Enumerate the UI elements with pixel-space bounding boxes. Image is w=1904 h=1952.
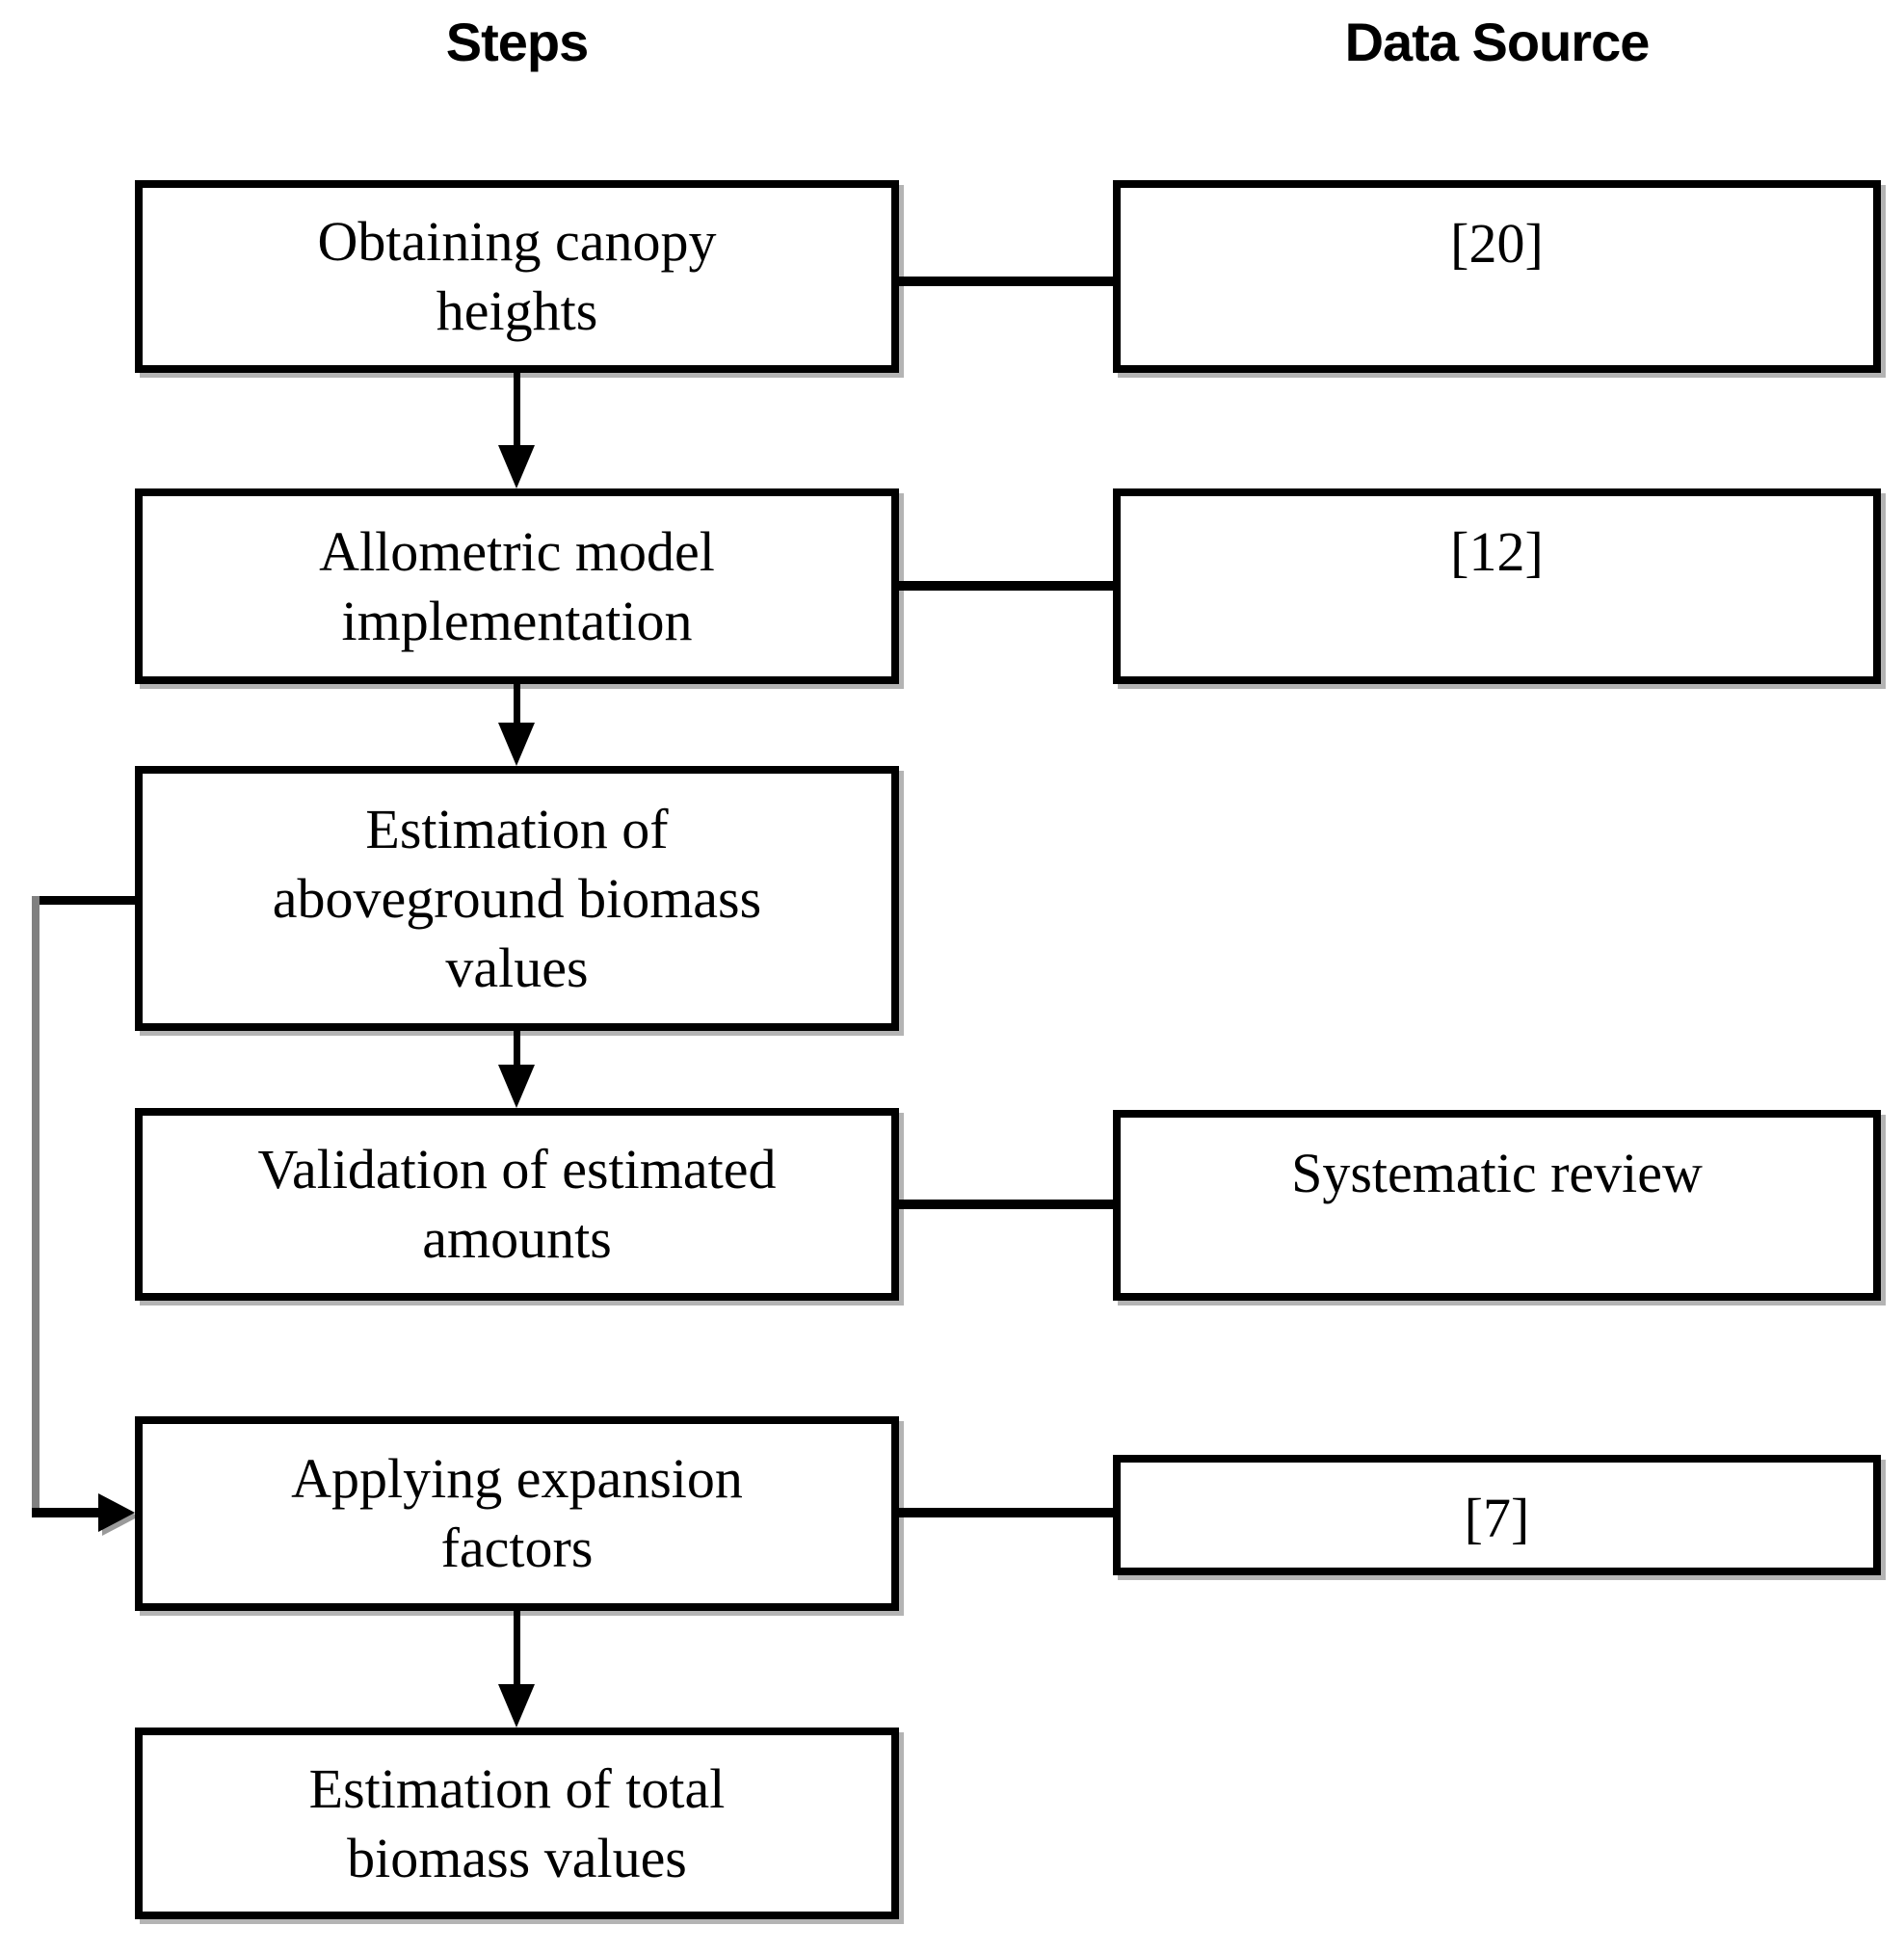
arrowhead-down-icon xyxy=(498,1684,535,1728)
step-label-line: amounts xyxy=(422,1207,612,1270)
arrow-shaft-step5-step6 xyxy=(514,1611,520,1686)
arrowhead-down-icon xyxy=(498,445,535,488)
step-label-line: Estimation of total xyxy=(308,1756,726,1820)
step-label-line: biomass values xyxy=(347,1826,687,1889)
source-label: Systematic review xyxy=(1291,1142,1703,1204)
source-box-12: [12] xyxy=(1113,488,1881,684)
step-label-line: values xyxy=(445,936,589,999)
arrow-shaft-step2-step3 xyxy=(514,684,520,725)
connector-step1-to-source xyxy=(899,277,1113,286)
step-box-validation-estimated-amounts: Validation of estimated amounts xyxy=(135,1108,899,1301)
source-label: [7] xyxy=(1464,1487,1530,1549)
step-box-applying-expansion-factors: Applying expansion factors xyxy=(135,1416,899,1611)
column-header-data-source: Data Source xyxy=(1344,12,1651,72)
step-label-line: implementation xyxy=(341,589,693,652)
step-label-line: Validation of estimated xyxy=(257,1138,777,1200)
source-label: [12] xyxy=(1450,520,1544,583)
step-label-line: heights xyxy=(436,279,598,342)
step-box-allometric-model-implementation: Allometric model implementation xyxy=(135,488,899,684)
connector-step5-to-source xyxy=(899,1508,1113,1517)
column-header-steps: Steps xyxy=(445,12,590,72)
step-label-line: Applying expansion xyxy=(291,1447,743,1510)
step-box-estimation-aboveground-biomass: Estimation of aboveground biomass values xyxy=(135,766,899,1031)
feedback-line-vertical-segment xyxy=(32,896,40,1517)
arrowhead-down-icon xyxy=(498,723,535,766)
source-box-20: [20] xyxy=(1113,180,1881,373)
feedback-line-top-segment xyxy=(32,896,135,905)
step-label-line: factors xyxy=(440,1517,594,1579)
step-box-estimation-total-biomass: Estimation of total biomass values xyxy=(135,1728,899,1919)
feedback-line-bottom-segment xyxy=(32,1508,101,1517)
step-box-obtaining-canopy-heights: Obtaining canopy heights xyxy=(135,180,899,373)
connector-step4-to-source xyxy=(899,1200,1113,1209)
connector-step2-to-source xyxy=(899,581,1113,591)
step-label-line: Estimation of xyxy=(365,797,669,860)
source-box-systematic-review: Systematic review xyxy=(1113,1110,1881,1301)
arrowhead-right-icon xyxy=(98,1493,135,1532)
arrowhead-down-icon xyxy=(498,1065,535,1108)
step-label-line: aboveground biomass xyxy=(272,866,762,930)
arrow-shaft-step3-step4 xyxy=(514,1031,520,1069)
arrow-shaft-step1-step2 xyxy=(514,373,520,448)
step-label-line: Allometric model xyxy=(319,519,715,583)
source-label: [20] xyxy=(1450,212,1544,275)
source-box-7: [7] xyxy=(1113,1455,1881,1575)
step-label-line: Obtaining canopy xyxy=(317,210,717,273)
